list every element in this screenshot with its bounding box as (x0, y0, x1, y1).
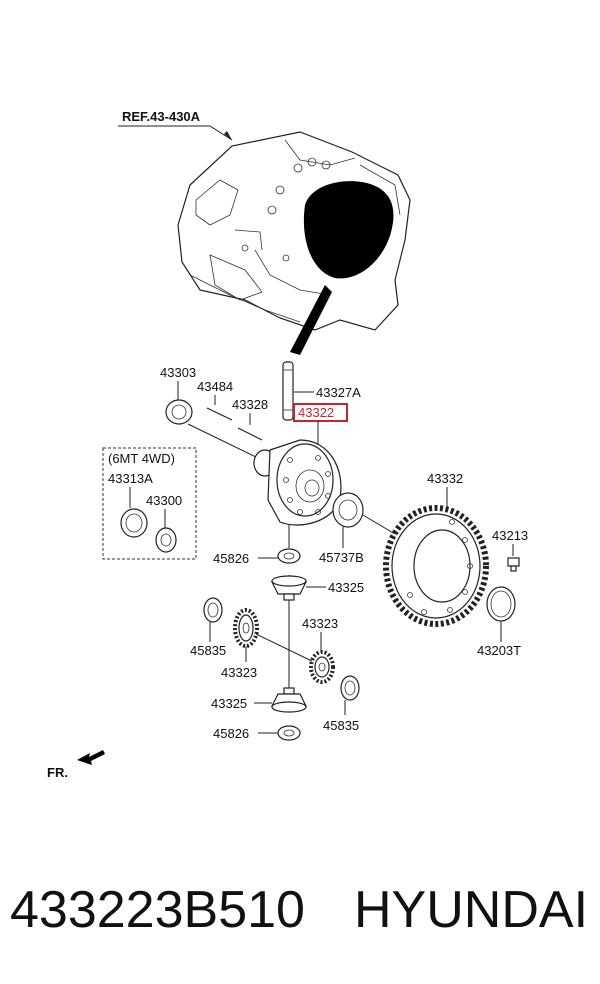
front-arrow-icon (77, 750, 105, 765)
label-43323-left: 43323 (221, 665, 257, 680)
label-43303: 43303 (160, 365, 196, 380)
label-43332: 43332 (427, 471, 463, 486)
label-43322: 43322 (298, 405, 334, 420)
washer-45835-right (340, 675, 360, 701)
label-43484: 43484 (197, 379, 233, 394)
label-45737b: 45737B (319, 550, 364, 565)
washer-45826-bottom (277, 725, 301, 741)
ring-gear-43332 (383, 505, 489, 627)
pin-43484 (206, 407, 233, 421)
ref-label: REF.43-430A (122, 109, 201, 124)
transmission-housing (177, 131, 411, 355)
seal-43300 (155, 527, 177, 553)
side-gear-43325-bottom (271, 687, 307, 713)
variant-label: (6MT 4WD) (108, 451, 175, 466)
label-43300: 43300 (146, 493, 182, 508)
pin-43328 (237, 427, 263, 441)
label-43325-top: 43325 (328, 580, 364, 595)
variant-box (102, 447, 197, 560)
differential-case (253, 439, 342, 526)
pinion-gear-43323-right (309, 650, 335, 684)
pinion-shaft-43327a (282, 361, 294, 421)
side-gear-43325-top (271, 575, 307, 601)
label-43313a: 43313A (108, 471, 153, 486)
label-43328: 43328 (232, 397, 268, 412)
label-43323-right: 43323 (302, 616, 338, 631)
label-45826-top: 45826 (213, 551, 249, 566)
label-43327a: 43327A (316, 385, 361, 400)
label-45835-right: 45835 (323, 718, 359, 733)
part-number: 433223B510 (10, 881, 305, 939)
pinion-gear-43323-left (233, 608, 259, 648)
bearing-45737b (332, 492, 364, 528)
label-43203t: 43203T (477, 643, 521, 658)
label-45826-bottom: 45826 (213, 726, 249, 741)
bolt-43213 (507, 557, 520, 572)
parts-diagram: REF.43-430A 43327A 43322 4 (47, 109, 528, 780)
ref-leader (118, 125, 233, 141)
highlight-box-43322 (293, 403, 348, 422)
washer-45835-left (203, 597, 223, 623)
washer-45826-top (277, 548, 301, 564)
direction-label: FR. (47, 765, 68, 780)
label-45835-left: 45835 (190, 643, 226, 658)
oil-seal-43303 (165, 399, 193, 425)
seal-43313a (120, 508, 148, 538)
label-43213: 43213 (492, 528, 528, 543)
label-43325-bottom: 43325 (211, 696, 247, 711)
shim-43203t (486, 586, 516, 622)
brand-name: HYUNDAI (354, 881, 589, 939)
